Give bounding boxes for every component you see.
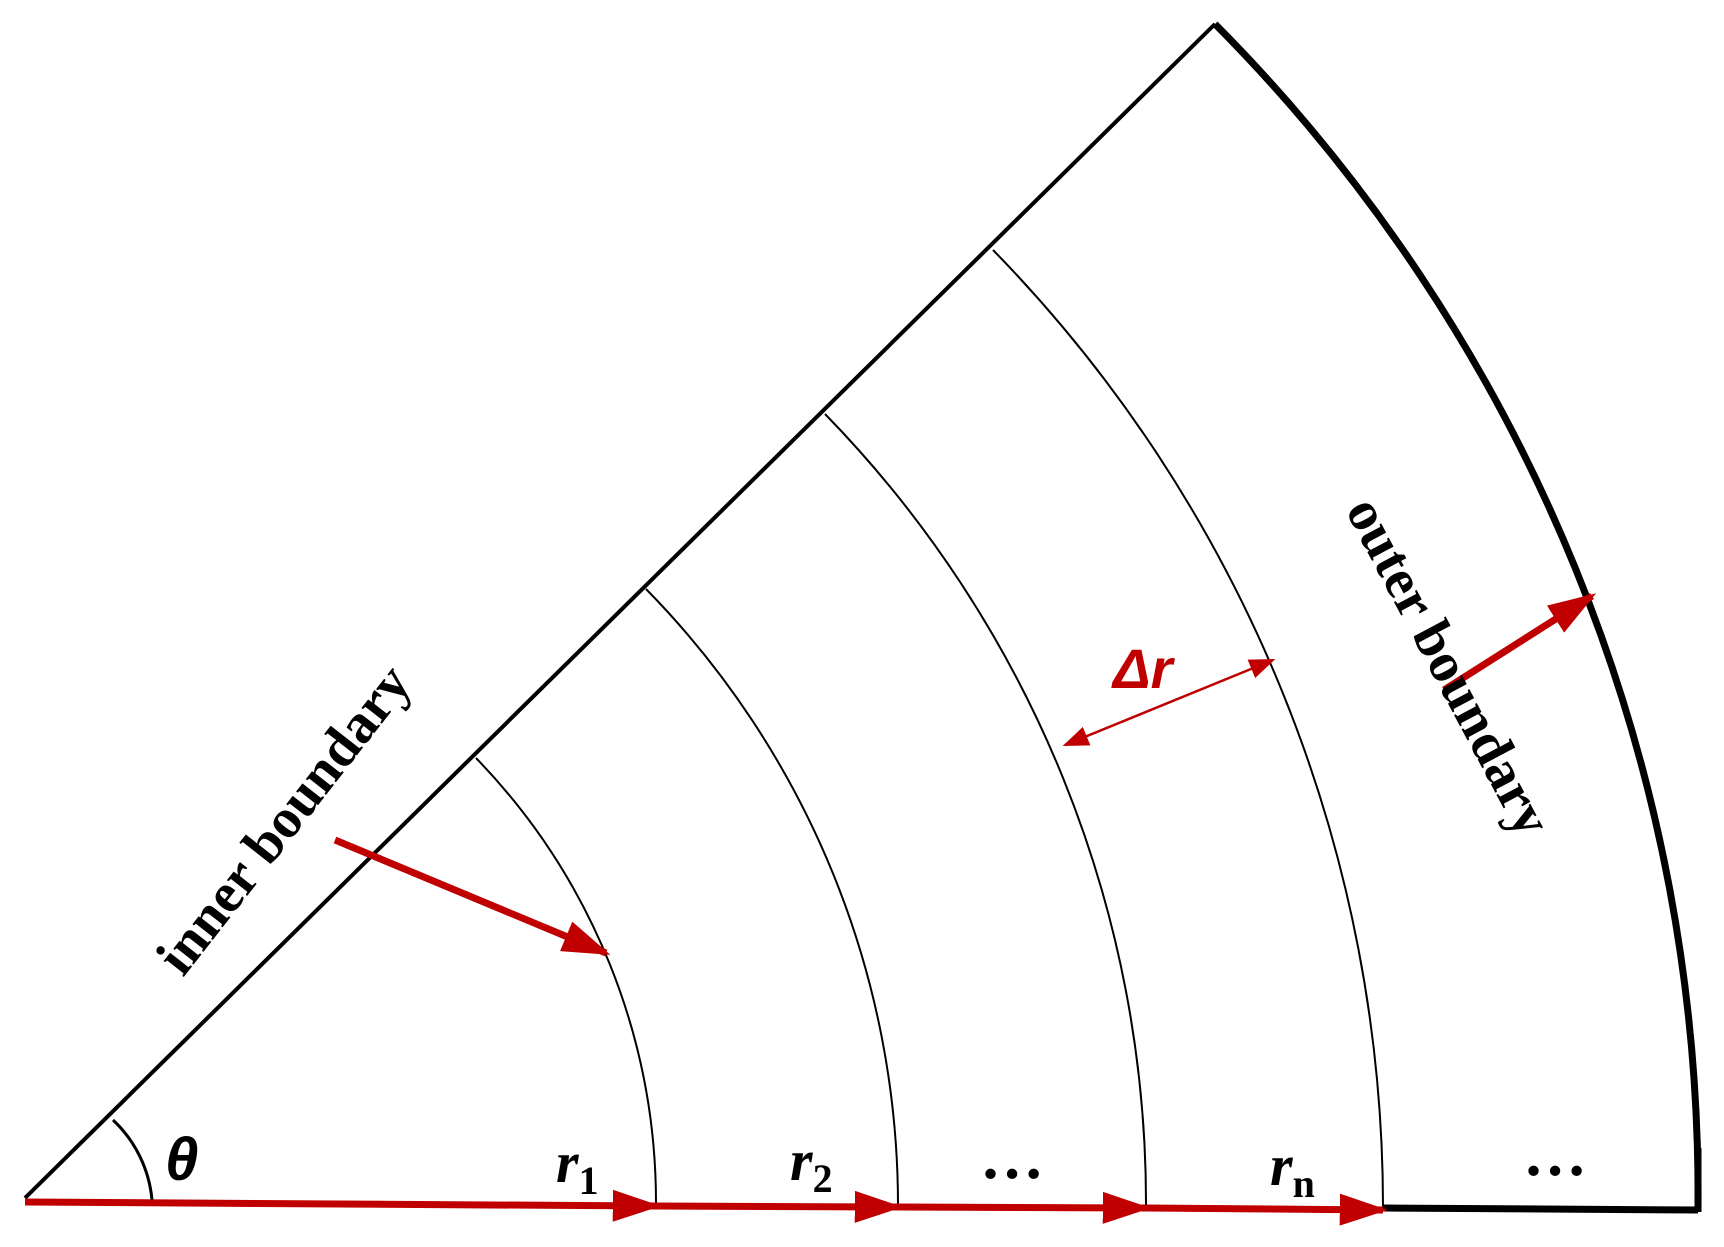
inner-boundary-label: inner boundary <box>144 653 423 986</box>
delta-r-arrow <box>1062 658 1276 747</box>
arc-r1 <box>475 757 658 1206</box>
ellipsis-middle: … <box>980 1121 1044 1192</box>
rn-label-sub: n <box>1293 1161 1315 1206</box>
outer-boundary-label: outer boundary <box>1334 487 1564 846</box>
rn-label-base: r <box>1270 1133 1293 1198</box>
r2-label-sub: 2 <box>813 1156 833 1201</box>
delta-r-label: Δr <box>1111 637 1176 700</box>
sector-bottom-edge <box>1382 1204 1699 1214</box>
r1-label-sub: 1 <box>579 1158 599 1203</box>
sector-outer-arc <box>1212 21 1702 1211</box>
r1-label: r1 <box>556 1130 599 1203</box>
rn-label: rn <box>1270 1133 1315 1206</box>
arc-rn <box>992 249 1385 1210</box>
axis-arrow-r1 <box>24 1189 661 1222</box>
axis-arrow-rn <box>1145 1193 1388 1226</box>
arc-r3 <box>824 413 1148 1208</box>
r1-label-base: r <box>556 1130 579 1195</box>
r2-label-base: r <box>790 1128 813 1193</box>
arc-r2 <box>645 588 899 1206</box>
axis-arrow-r3 <box>897 1191 1151 1224</box>
ellipsis-right: … <box>1523 1118 1587 1189</box>
r2-label: r2 <box>790 1128 833 1201</box>
theta-angle-arc <box>111 1118 154 1201</box>
sector-left-edge <box>23 22 1217 1200</box>
outer-boundary-arrow <box>1442 593 1597 693</box>
inner-boundary-arrow <box>333 836 611 957</box>
theta-label: θ <box>165 1126 198 1193</box>
axis-arrow-r2 <box>655 1190 903 1223</box>
